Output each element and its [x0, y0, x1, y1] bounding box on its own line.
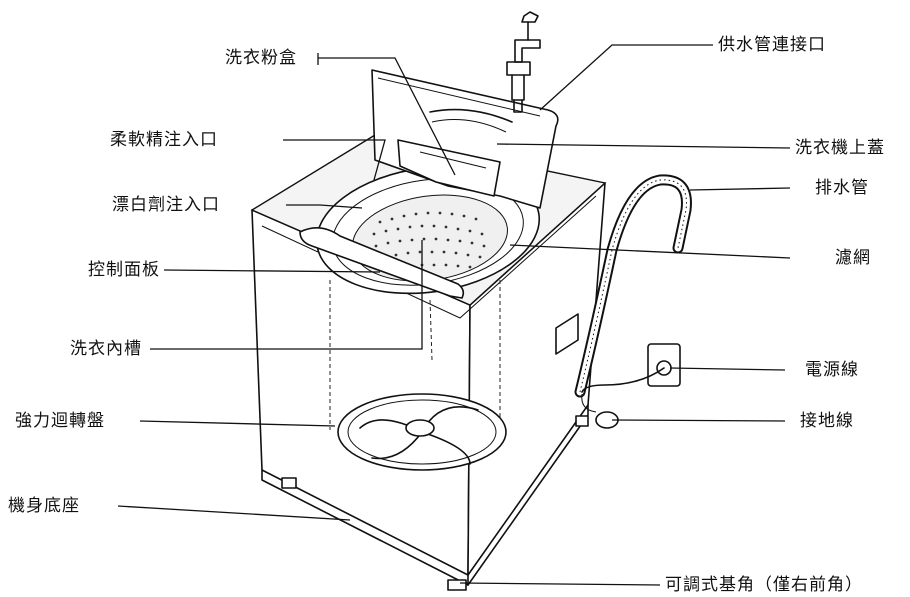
label-ground-wire: 接地線 — [800, 411, 854, 431]
hidden-tub-outline — [329, 280, 501, 430]
label-control-panel: 控制面板 — [88, 260, 160, 280]
label-filter: 濾網 — [835, 248, 871, 268]
label-drain-hose: 排水管 — [815, 178, 869, 198]
label-water-inlet: 供水管連接口 — [718, 35, 826, 55]
label-cabinet-base: 機身底座 — [8, 496, 80, 516]
feet — [281, 415, 589, 591]
drain-hose — [574, 174, 692, 398]
water-faucet — [506, 11, 541, 113]
pulsator — [337, 393, 507, 471]
label-adjustable-foot: 可調式基角（僅右前角） — [665, 575, 863, 595]
side-handle — [555, 313, 579, 355]
label-detergent-box: 洗衣粉盒 — [225, 48, 297, 68]
label-pulsator: 強力迴轉盤 — [15, 411, 105, 431]
leader-lines — [117, 44, 791, 586]
label-inner-tub: 洗衣內槽 — [70, 339, 142, 359]
label-top-lid: 洗衣機上蓋 — [795, 138, 885, 158]
label-bleach-inlet: 漂白劑注入口 — [112, 195, 220, 215]
label-softener-inlet: 柔軟精注入口 — [110, 130, 218, 150]
power-outlet — [581, 343, 681, 393]
label-power-cord: 電源線 — [805, 360, 859, 380]
